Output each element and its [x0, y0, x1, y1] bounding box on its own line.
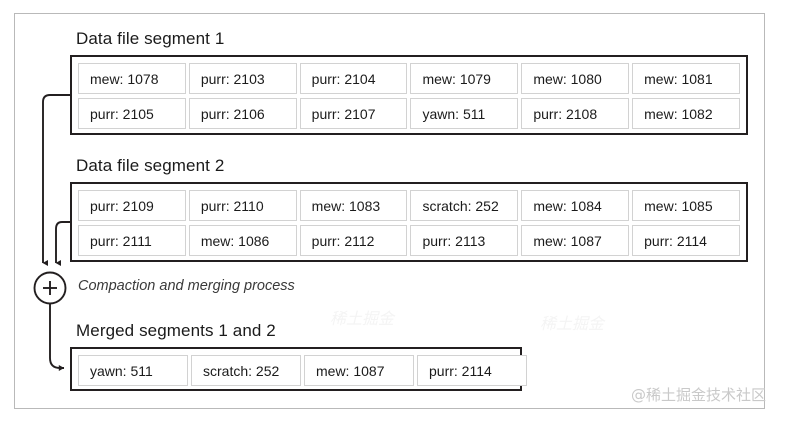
list-item: purr: 2105 — [78, 98, 186, 129]
list-item: mew: 1084 — [521, 190, 630, 221]
list-item: purr: 2113 — [410, 225, 519, 256]
table-row: purr: 2109 purr: 2110 mew: 1083 scratch:… — [78, 190, 740, 221]
segment-1-box: mew: 1078 purr: 2103 purr: 2104 mew: 107… — [70, 55, 748, 135]
list-item: scratch: 252 — [410, 190, 519, 221]
list-item: purr: 2108 — [521, 98, 630, 129]
list-item: mew: 1080 — [521, 63, 630, 94]
list-item: purr: 2109 — [78, 190, 186, 221]
list-item: mew: 1083 — [299, 190, 408, 221]
background-watermark: 稀土掘金 — [330, 311, 395, 328]
list-item: purr: 2103 — [188, 63, 297, 94]
list-item: purr: 2104 — [299, 63, 408, 94]
list-item: purr: 2112 — [299, 225, 408, 256]
compaction-process-label: Compaction and merging process — [78, 278, 295, 294]
list-item: purr: 2107 — [299, 98, 408, 129]
list-item: mew: 1078 — [78, 63, 186, 94]
table-row: purr: 2105 purr: 2106 purr: 2107 yawn: 5… — [78, 98, 740, 129]
list-item: mew: 1086 — [188, 225, 297, 256]
list-item: purr: 2111 — [78, 225, 186, 256]
list-item: mew: 1081 — [632, 63, 740, 94]
background-watermark: 稀土掘金 — [540, 316, 605, 333]
section-title-segment-2: Data file segment 2 — [76, 156, 225, 175]
list-item: mew: 1085 — [632, 190, 740, 221]
list-item: purr: 2106 — [188, 98, 297, 129]
list-item: purr: 2114 — [417, 355, 527, 386]
list-item: mew: 1082 — [632, 98, 740, 129]
list-item: purr: 2110 — [188, 190, 297, 221]
list-item: mew: 1087 — [304, 355, 414, 386]
segment-2-box: purr: 2109 purr: 2110 mew: 1083 scratch:… — [70, 182, 748, 262]
table-row: purr: 2111 mew: 1086 purr: 2112 purr: 21… — [78, 225, 740, 256]
section-title-segment-1: Data file segment 1 — [76, 29, 225, 48]
list-item: yawn: 511 — [78, 355, 188, 386]
table-row: mew: 1078 purr: 2103 purr: 2104 mew: 107… — [78, 63, 740, 94]
list-item: mew: 1079 — [410, 63, 519, 94]
list-item: purr: 2114 — [632, 225, 740, 256]
section-title-merged: Merged segments 1 and 2 — [76, 321, 276, 340]
table-row: yawn: 511 scratch: 252 mew: 1087 purr: 2… — [78, 355, 527, 386]
site-watermark: @稀土掘金技术社区 — [630, 386, 766, 404]
merged-segments-box: yawn: 511 scratch: 252 mew: 1087 purr: 2… — [70, 347, 527, 391]
list-item: scratch: 252 — [191, 355, 301, 386]
list-item: yawn: 511 — [410, 98, 519, 129]
list-item: mew: 1087 — [521, 225, 630, 256]
